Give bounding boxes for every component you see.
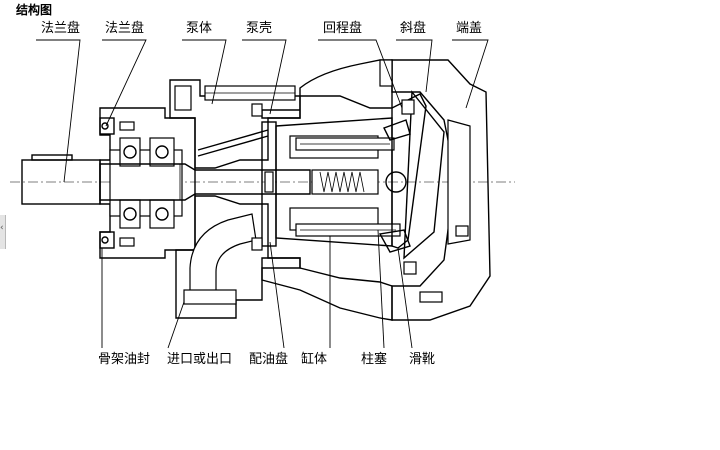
pistons <box>295 137 401 237</box>
label-swash-plate: 斜盘 <box>400 20 426 36</box>
label-slipper: 滑靴 <box>409 352 435 367</box>
top-leader-lines <box>36 39 489 183</box>
bottom-leader-lines <box>101 229 413 349</box>
label-return-plate: 回程盘 <box>323 20 362 36</box>
label-cylinder-block: 缸体 <box>301 351 327 367</box>
slipper <box>378 229 411 253</box>
label-pump-housing: 泵壳 <box>246 21 272 36</box>
label-piston: 柱塞 <box>361 351 387 367</box>
label-port-plate: 配油盘 <box>249 351 288 367</box>
window-edge-tab <box>0 215 6 249</box>
label-flange-2: 法兰盘 <box>105 20 144 36</box>
inlet-outlet-port <box>189 213 257 301</box>
top-labels: 法兰盘 法兰盘 泵体 泵壳 回程盘 斜盘 端盖 <box>41 20 482 36</box>
lip-seal <box>99 117 115 249</box>
label-lip-seal: 骨架油封 <box>98 352 150 367</box>
pump-housing-upper <box>261 59 393 119</box>
center-ball <box>385 171 407 193</box>
label-inlet-outlet: 进口或出口 <box>167 352 232 367</box>
pump-cross-section <box>10 59 515 321</box>
pump-body-upper <box>169 79 301 169</box>
edge-arrow-icon: ‹ <box>0 223 4 233</box>
label-end-cover: 端盖 <box>456 21 482 36</box>
label-flange-1: 法兰盘 <box>41 20 80 36</box>
front-bearing <box>119 137 175 229</box>
end-cover <box>391 59 491 321</box>
diagram-title: 结构图 <box>16 2 52 17</box>
label-pump-body: 泵体 <box>186 21 212 36</box>
bottom-labels: 骨架油封 进口或出口 配油盘 缸体 柱塞 滑靴 <box>98 351 435 367</box>
